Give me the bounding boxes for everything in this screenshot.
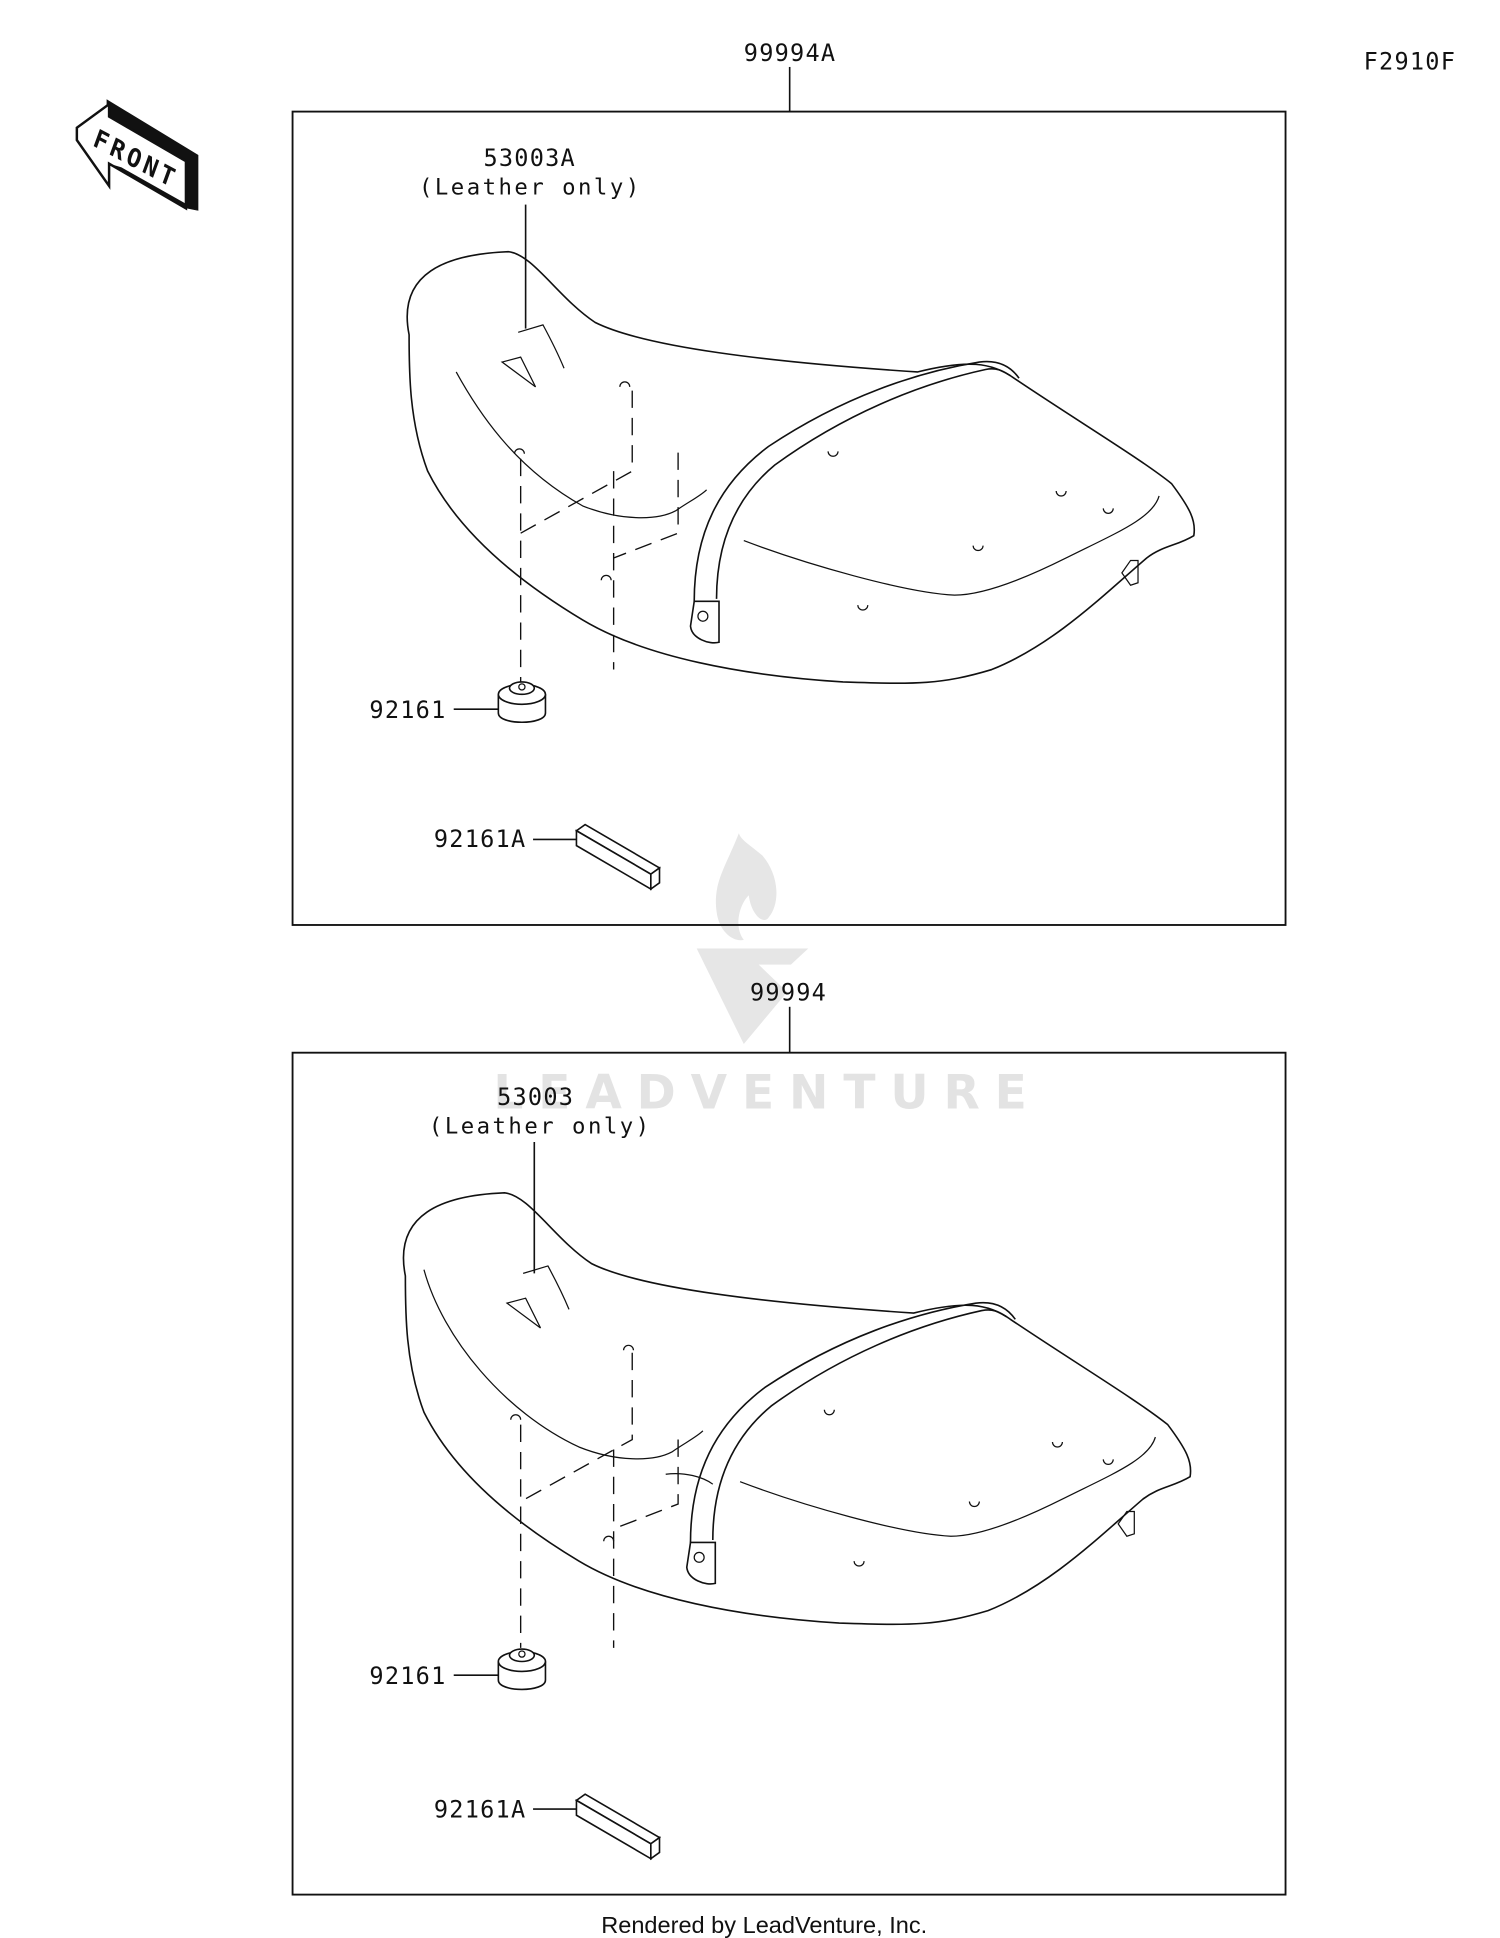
assembly-99994A: 99994A <box>291 39 1287 926</box>
flame-watermark-icon <box>715 833 777 941</box>
watermark-text: LEADVENTURE <box>493 1065 1041 1120</box>
part-label-92161A[interactable]: 92161A <box>434 825 526 853</box>
front-arrow-icon: FRONT <box>75 99 199 211</box>
rubber-damper-icon <box>497 681 547 723</box>
part-label-53003A[interactable]: 53003A <box>483 144 575 172</box>
figure-id: F2910F <box>1364 47 1456 75</box>
leadventure-watermark: LEADVENTURE <box>493 833 1041 1120</box>
assembly-frame <box>291 110 1287 926</box>
foam-block-icon <box>574 1793 661 1861</box>
part-label-92161A[interactable]: 92161A <box>434 1796 526 1824</box>
part-note-leather-only: (Leather only) <box>419 175 642 201</box>
footer-credit: Rendered by LeadVenture, Inc. <box>601 1912 927 1938</box>
part-note-leather-only: (Leather only) <box>429 1113 652 1139</box>
foam-block-icon <box>574 823 661 891</box>
seat-drawing <box>402 1191 1192 1648</box>
seat-drawing <box>406 250 1196 695</box>
part-label-53003[interactable]: 53003 <box>497 1083 574 1111</box>
assembly-99994: 99994 53003 <box>291 979 1287 1896</box>
part-label-92161[interactable]: 92161 <box>369 1662 446 1690</box>
part-label-92161[interactable]: 92161 <box>369 696 446 724</box>
rubber-damper-icon <box>497 1648 547 1691</box>
v-logo-watermark-icon <box>696 948 809 1045</box>
assembly-frame <box>291 1051 1287 1896</box>
assembly-part-number[interactable]: 99994 <box>750 979 827 1007</box>
assembly-part-number[interactable]: 99994A <box>744 39 836 67</box>
